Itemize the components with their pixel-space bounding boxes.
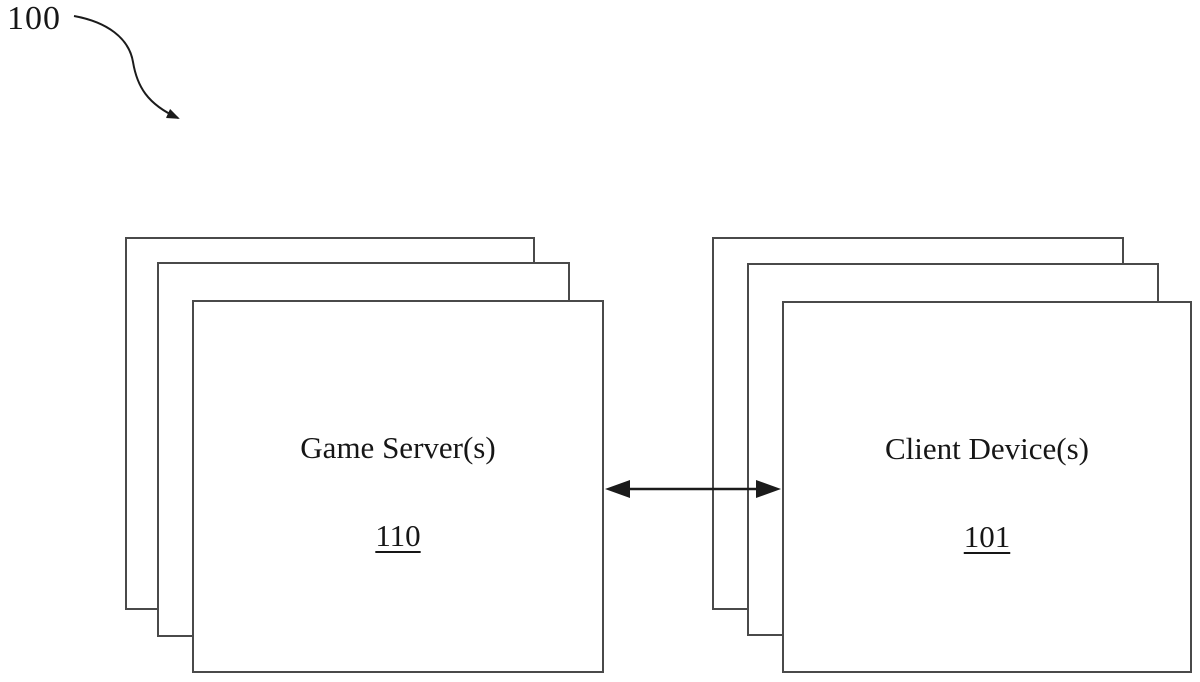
game-servers-box: Game Server(s) 110 <box>192 300 604 673</box>
game-servers-label: Game Server(s) <box>300 430 496 465</box>
client-devices-reference-number: 101 <box>963 519 1011 554</box>
client-devices-box: Client Device(s) 101 <box>782 301 1192 673</box>
game-servers-reference-number: 110 <box>375 518 421 553</box>
client-devices-label: Client Device(s) <box>884 431 1089 466</box>
figure-reference-label: 100 <box>7 0 61 37</box>
